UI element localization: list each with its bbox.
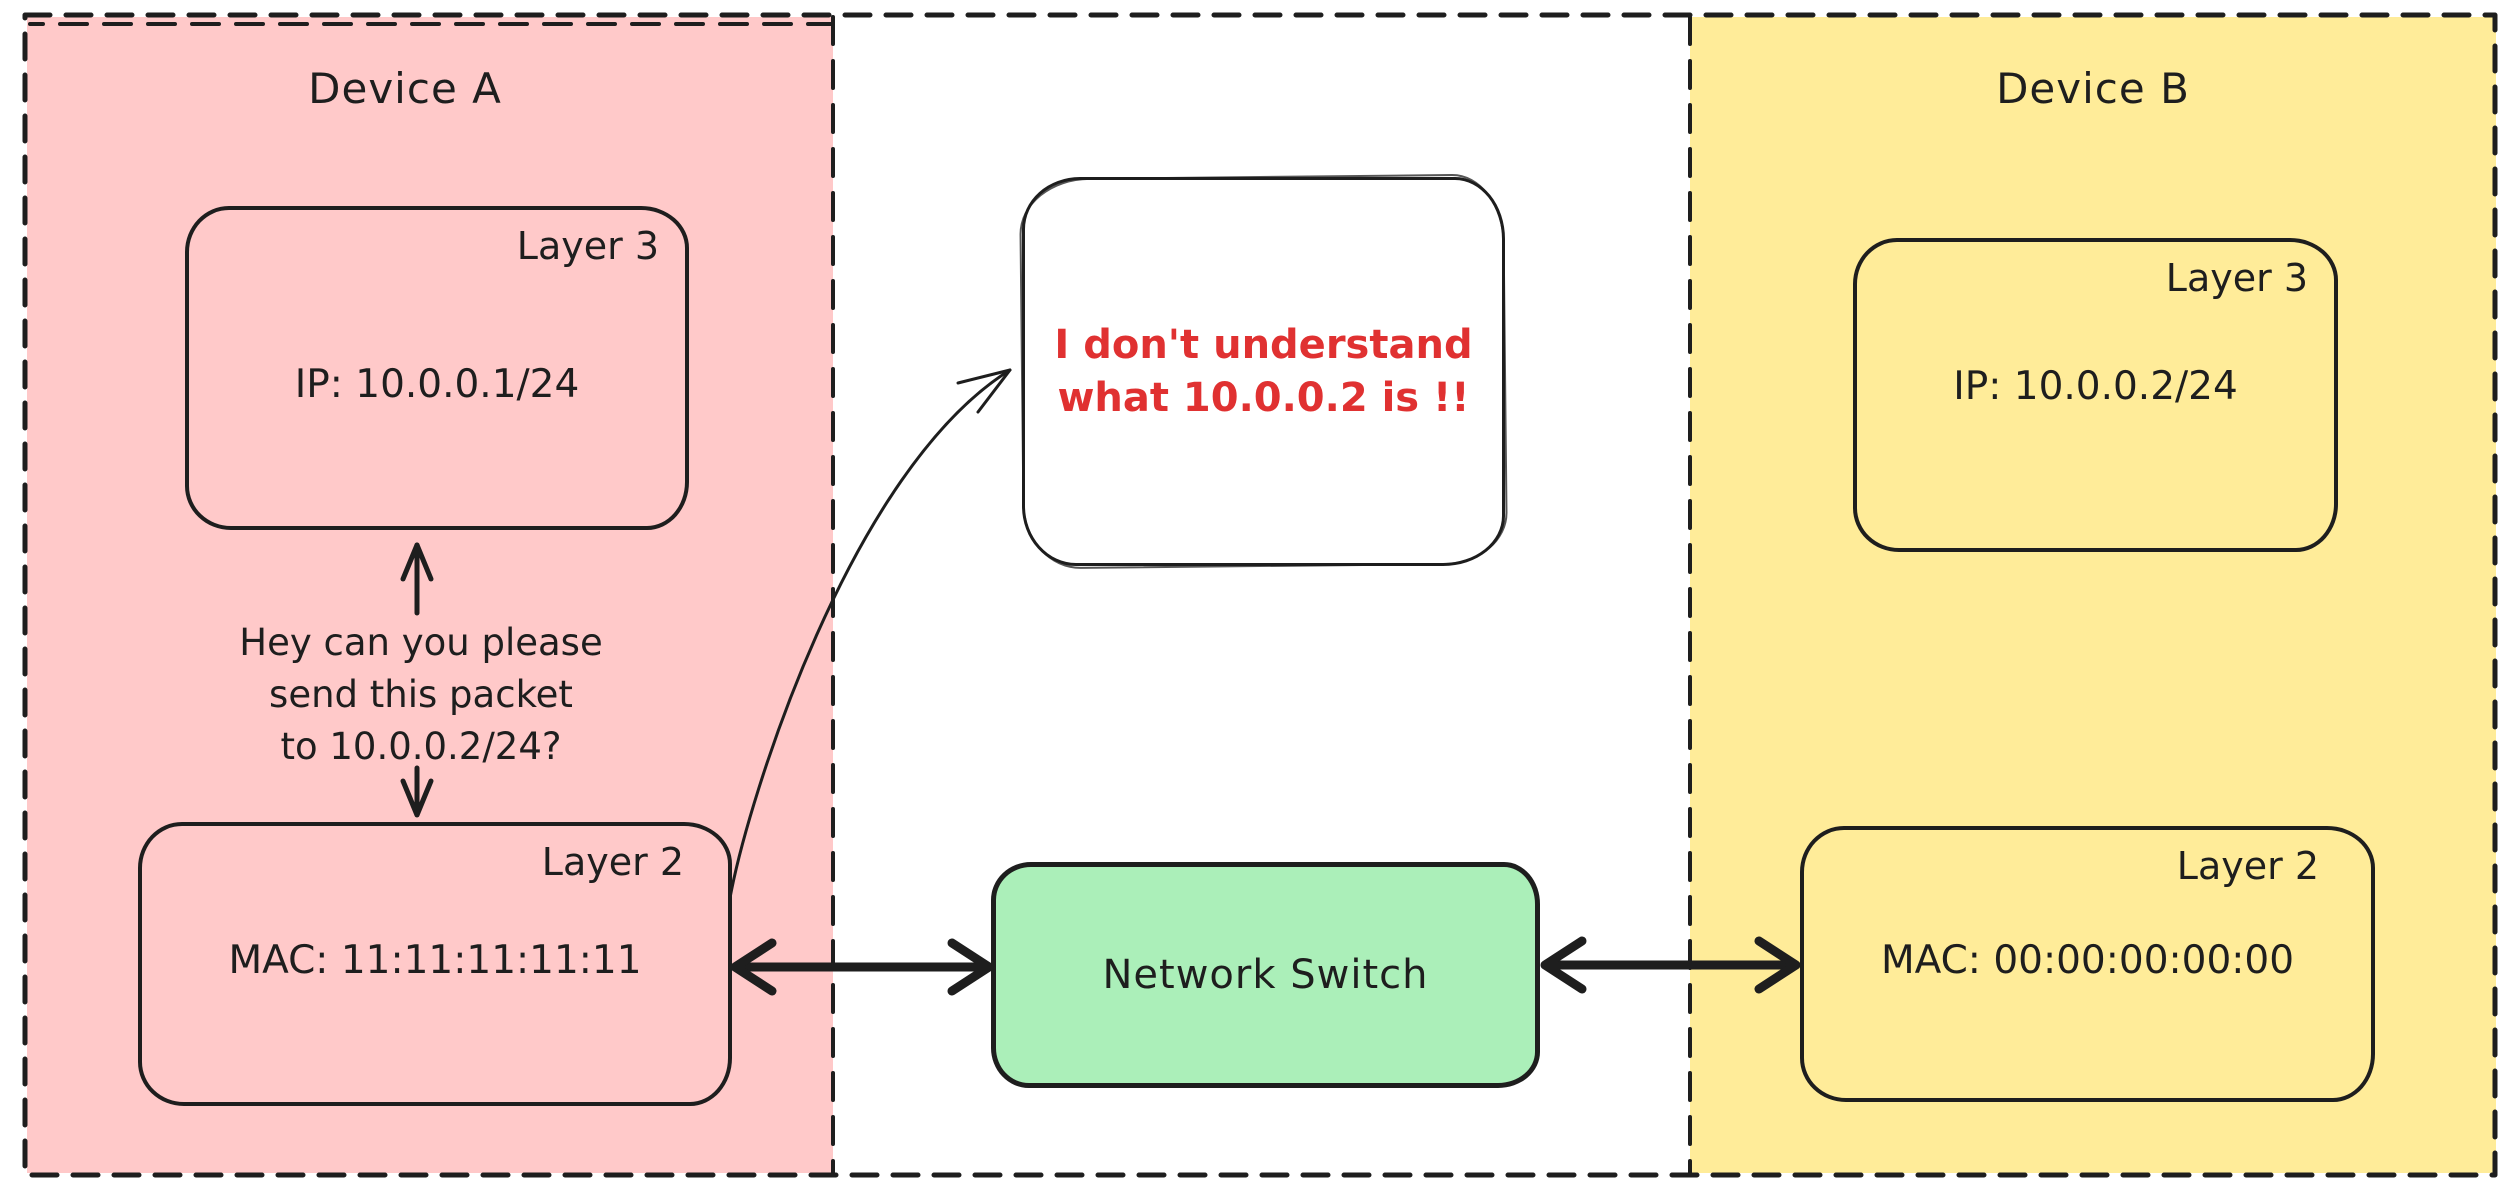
network-switch-label: Network Switch	[1102, 952, 1429, 998]
device-b-mac-value: MAC: 00:00:00:00:00	[1880, 938, 2295, 983]
device-a-title: Device A	[308, 64, 502, 113]
packet-request-note-line1: Hey can you please	[239, 621, 603, 664]
packet-request-note-line2: send this packet	[269, 673, 573, 716]
device-a-ip-value: IP: 10.0.0.1/24	[294, 362, 580, 407]
device-b-layer3-label: Layer 3	[2165, 256, 2308, 300]
device-b-ip-value: IP: 10.0.0.2/24	[1953, 364, 2238, 409]
speech-bubble: I don't understand what 10.0.0.2 is !!	[1022, 177, 1505, 566]
speech-bubble-line2: what 10.0.0.2 is !!	[1057, 374, 1470, 421]
device-b-title: Device B	[1996, 64, 2190, 113]
device-a-layer3-box: Layer 3 IP: 10.0.0.1/24	[185, 206, 689, 530]
device-b-layer2-label: Layer 2	[2176, 844, 2319, 888]
device-a-mac-value: MAC: 11:11:11:11:11	[228, 938, 642, 983]
speech-bubble-line1: I don't understand	[1054, 321, 1473, 368]
network-switch-box: Network Switch	[991, 862, 1540, 1088]
packet-request-note-line3: to 10.0.0.2/24?	[280, 725, 562, 768]
device-b-layer3-box: Layer 3 IP: 10.0.0.2/24	[1853, 238, 2338, 552]
device-a-layer2-label: Layer 2	[541, 840, 684, 884]
device-a-layer2-box: Layer 2 MAC: 11:11:11:11:11	[138, 822, 732, 1106]
device-a-layer3-label: Layer 3	[516, 224, 659, 268]
packet-request-note: Hey can you please send this packet to 1…	[171, 617, 671, 773]
device-b-layer2-box: Layer 2 MAC: 00:00:00:00:00	[1800, 826, 2375, 1102]
